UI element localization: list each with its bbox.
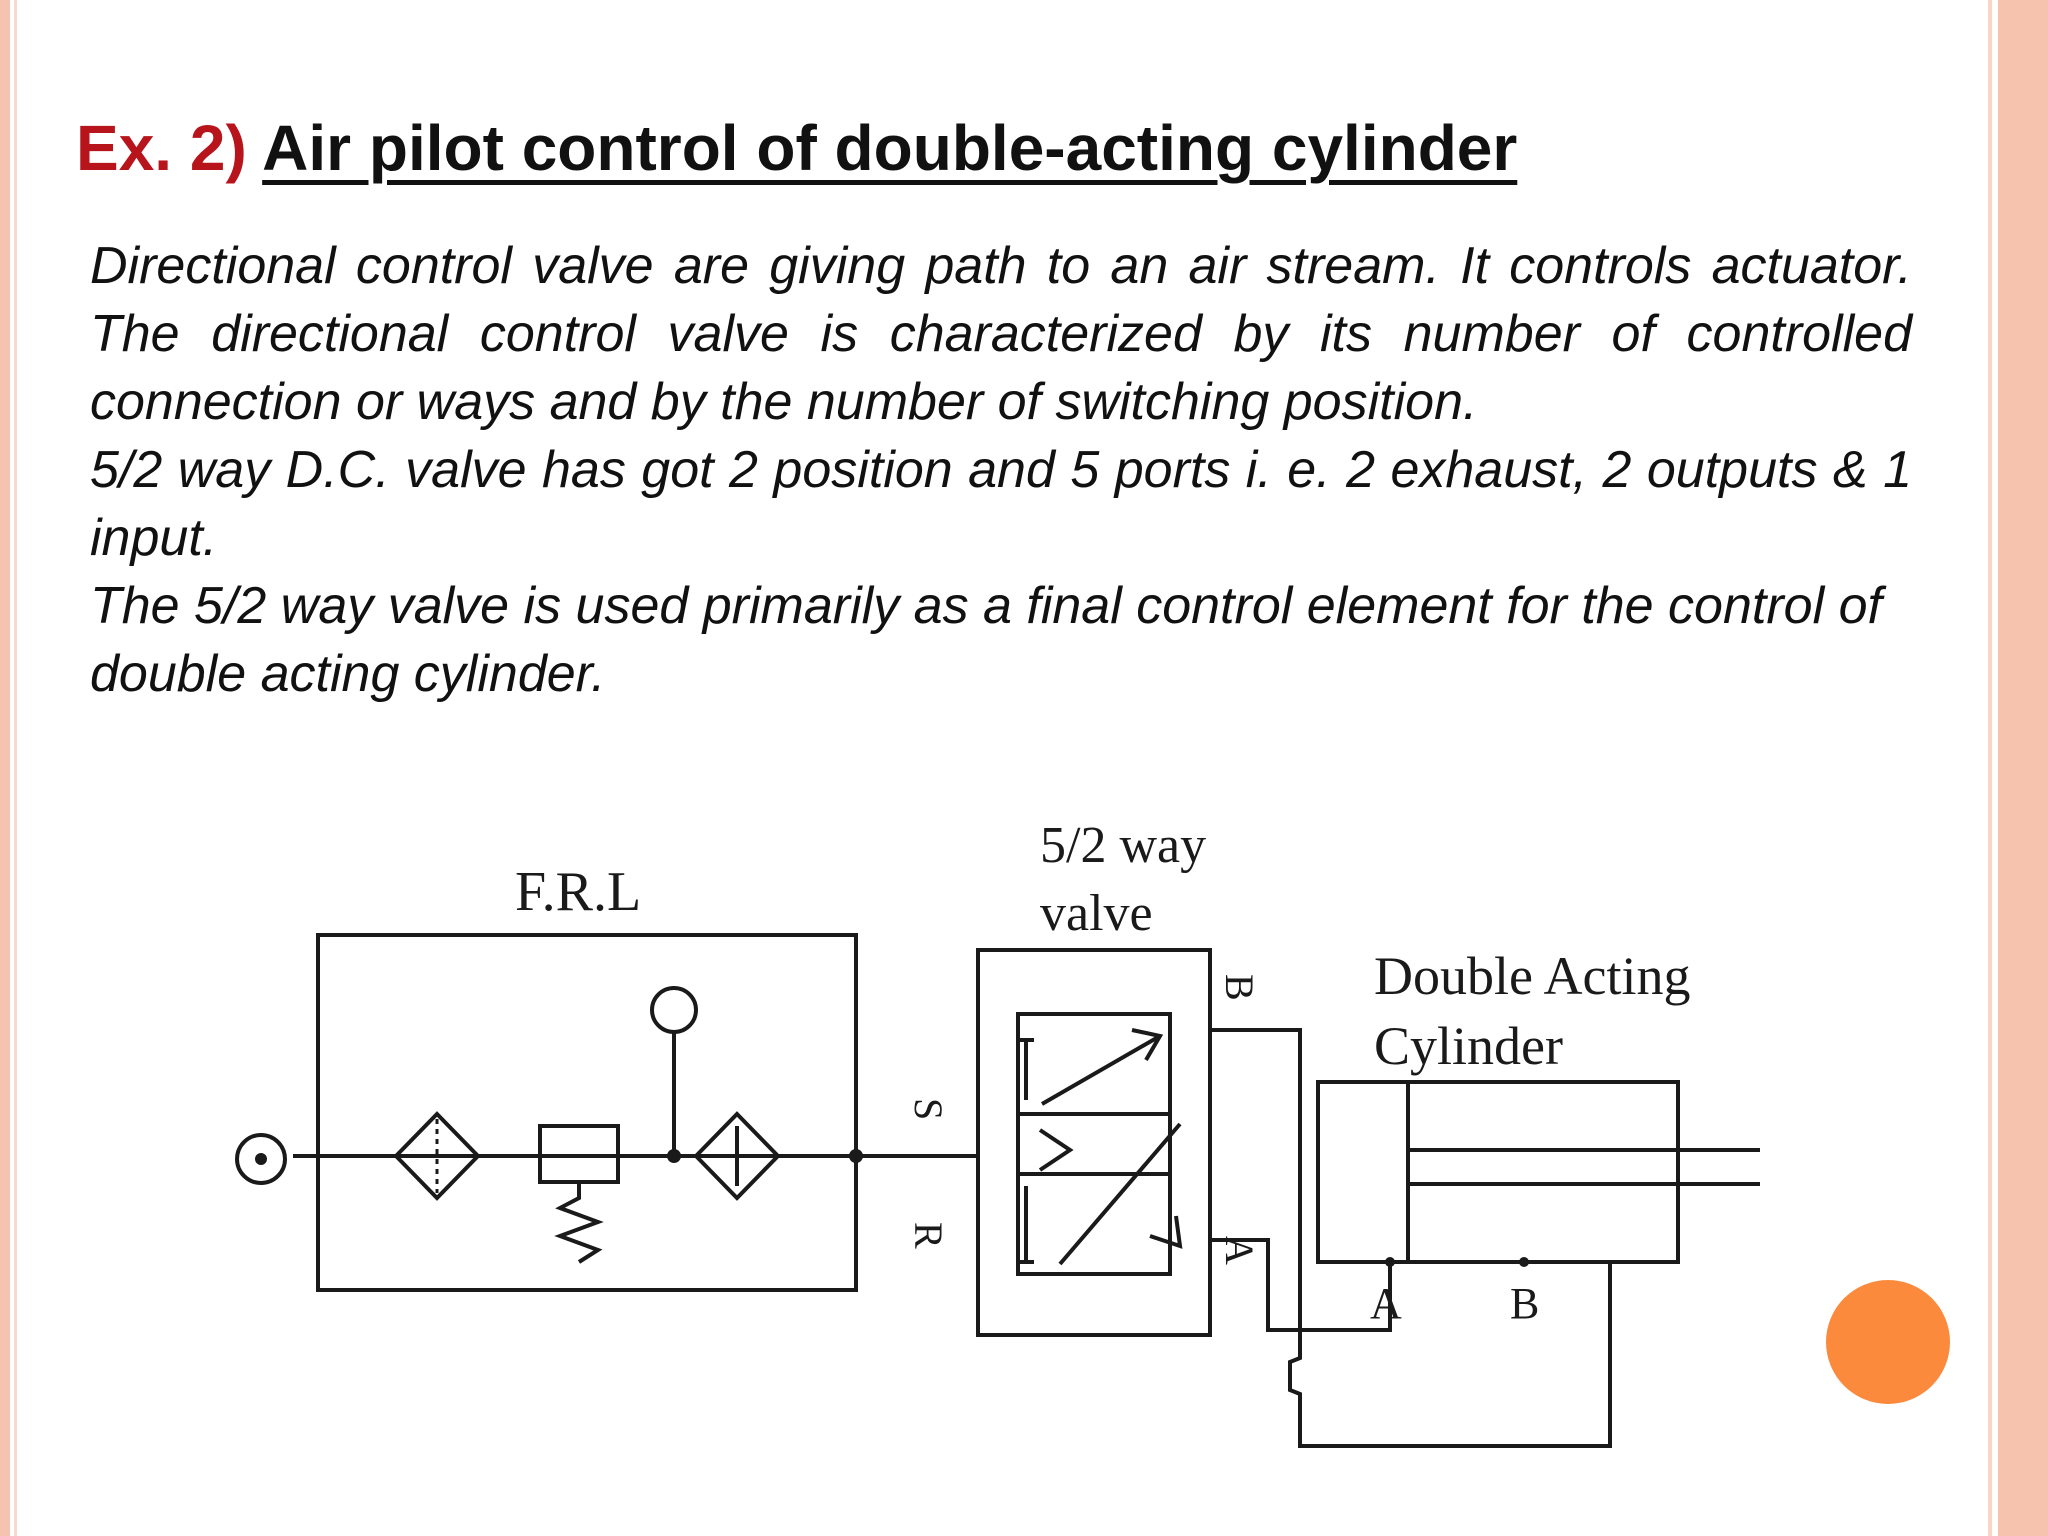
left-border [0,0,10,1536]
title-text: Air pilot control of double-acting cylin… [262,112,1518,184]
paragraph-1: Directional control valve are giving pat… [90,237,1912,431]
line-port-a [1210,1238,1392,1332]
junction-dot [849,1149,863,1163]
right-border [1998,0,2048,1536]
valve-position-1 [1016,1012,1172,1116]
port-a-valve-label: A [1217,1236,1262,1265]
accent-dot [1826,1280,1950,1404]
junction-dot [667,1149,681,1163]
body-text: Directional control valve are giving pat… [90,232,1912,708]
port-a-cylinder-label: A [1370,1279,1402,1328]
port-b-valve-label: B [1217,974,1262,1001]
left-border-line [14,0,17,1536]
valve-position-2 [1016,1112,1172,1276]
title-prefix: Ex. 2) [76,112,247,184]
port-s-label: S [906,1098,951,1120]
regulator-spring [554,1182,604,1264]
paragraph-2: 5/2 way D.C. valve has got 2 position an… [90,441,1912,567]
right-border-line [1988,0,1992,1536]
gauge-symbol [650,986,698,1034]
junction-dot [1385,1257,1395,1267]
filter-symbol [393,1111,481,1201]
lubricator-symbol [693,1111,781,1201]
valve-label-line2: valve [1040,885,1153,942]
line-port-b [1210,1028,1302,1080]
port-r-label: R [906,1222,951,1249]
cylinder-label-line1: Double Acting [1374,946,1690,1006]
junction-dot [1519,1257,1529,1267]
line-pilot-return [1288,1080,1612,1448]
paragraph-3: The 5/2 way valve is used primarily as a… [90,577,1882,703]
directional-valve [976,948,1212,1337]
slide-title: Ex. 2) Air pilot control of double-actin… [76,106,1517,190]
frl-unit [316,933,858,1292]
port-b-cylinder-label: B [1510,1279,1539,1328]
pneumatic-circuit-diagram: F.R.L 5/2 way valve Double Acting Cylind… [235,817,1760,1448]
valve-label-line1: 5/2 way [1040,817,1206,874]
cylinder-barrel [1316,1080,1680,1264]
frl-label: F.R.L [515,861,641,923]
air-supply-symbol [235,1133,287,1185]
cylinder-label-line2: Cylinder [1374,1016,1563,1076]
